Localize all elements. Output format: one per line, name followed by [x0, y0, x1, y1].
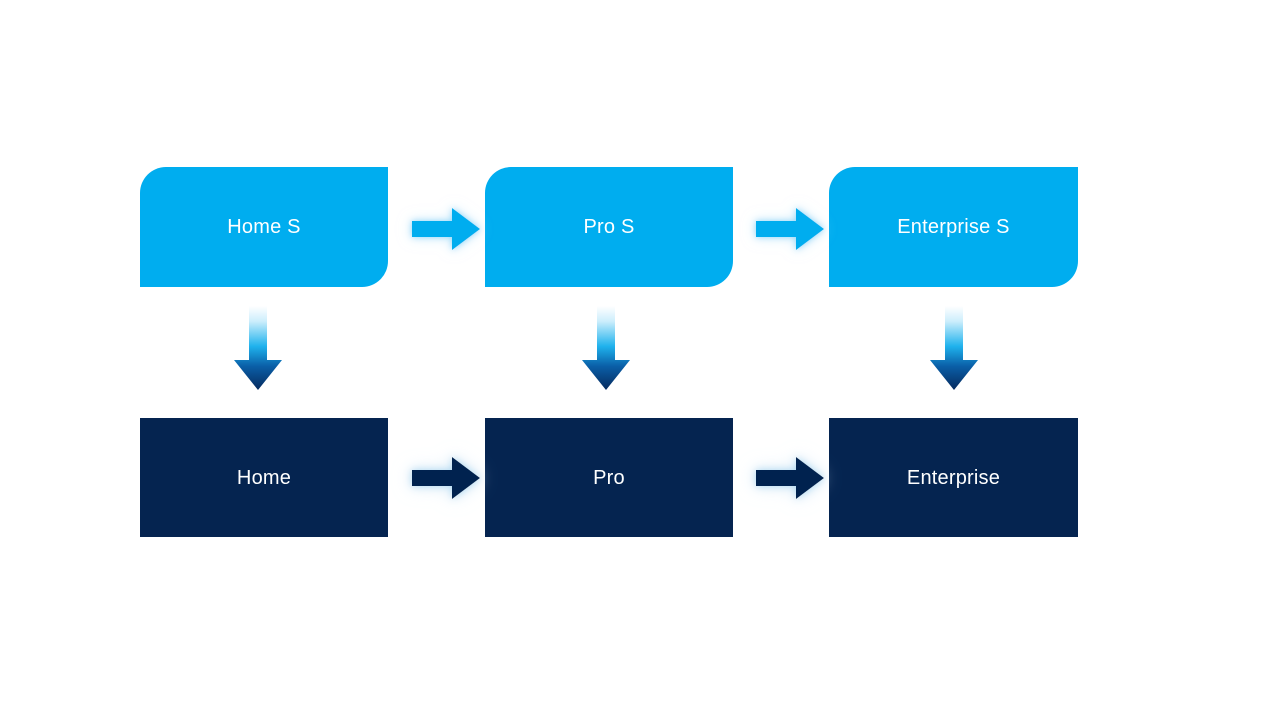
arrow-down-home-s-to-home — [232, 306, 284, 392]
node-label-enterprise-s: Enterprise S — [897, 216, 1010, 238]
node-label-pro-s: Pro S — [583, 216, 635, 238]
node-label-home-s: Home S — [227, 216, 301, 238]
node-pro-s[interactable]: Pro S — [485, 167, 733, 287]
arrow-right-home-to-pro — [408, 454, 482, 502]
node-enterprise-s[interactable]: Enterprise S — [829, 167, 1078, 287]
arrow-down-pro-s-to-pro — [580, 306, 632, 392]
node-label-enterprise: Enterprise — [906, 466, 1001, 489]
node-label-pro: Pro — [593, 466, 625, 489]
node-home[interactable]: Home — [140, 418, 388, 537]
node-label-home: Home — [236, 466, 292, 489]
node-pro[interactable]: Pro — [485, 418, 733, 537]
arrow-down-enterprise-s-to-enterprise — [928, 306, 980, 392]
arrow-right-home-s-to-pro-s — [410, 205, 482, 253]
arrow-right-pro-to-enterprise — [752, 454, 826, 502]
arrow-right-pro-s-to-enterprise-s — [754, 205, 826, 253]
node-home-s[interactable]: Home S — [140, 167, 388, 287]
node-enterprise[interactable]: Enterprise — [829, 418, 1078, 537]
